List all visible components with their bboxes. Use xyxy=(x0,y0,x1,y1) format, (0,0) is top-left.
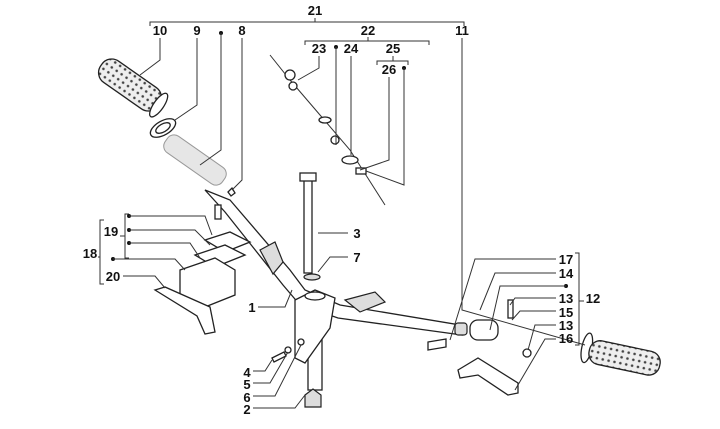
label-25: 25 xyxy=(386,41,400,56)
label-22: 22 xyxy=(361,23,375,38)
label-13b: 13 xyxy=(559,318,573,333)
label-12: 12 xyxy=(586,291,600,306)
label-23: 23 xyxy=(312,41,326,56)
label-15: 15 xyxy=(559,305,573,320)
label-4: 4 xyxy=(243,365,251,380)
label-9: 9 xyxy=(193,23,200,38)
label-13a: 13 xyxy=(559,291,573,306)
label-5: 5 xyxy=(243,377,250,392)
steering-stem xyxy=(294,172,336,408)
label-2: 2 xyxy=(243,402,250,417)
label-8: 8 xyxy=(238,23,245,38)
label-6: 6 xyxy=(243,390,250,405)
label-3: 3 xyxy=(353,226,360,241)
right-grip xyxy=(580,332,661,376)
group-brackets xyxy=(98,18,584,346)
label-20: 20 xyxy=(106,269,120,284)
part-number-labels: 21 10 9 8 22 11 23 24 25 26 19 18 20 3 7… xyxy=(83,3,600,417)
label-10: 10 xyxy=(153,23,167,38)
label-16: 16 xyxy=(559,331,573,346)
label-18: 18 xyxy=(83,246,97,261)
label-17: 17 xyxy=(559,252,573,267)
right-brake-lever xyxy=(427,299,532,396)
label-19: 19 xyxy=(104,224,118,239)
left-grip xyxy=(97,58,169,118)
label-26: 26 xyxy=(382,62,396,77)
label-11: 11 xyxy=(455,23,469,38)
label-7: 7 xyxy=(353,250,360,265)
label-1: 1 xyxy=(248,300,255,315)
label-14: 14 xyxy=(559,266,574,281)
handlebar-tube xyxy=(204,189,463,336)
throttle-cable xyxy=(269,54,386,206)
leader-lines xyxy=(111,31,586,409)
label-21: 21 xyxy=(308,3,322,18)
fasteners xyxy=(227,186,305,363)
throttle-sleeve xyxy=(163,134,227,186)
label-24: 24 xyxy=(344,41,359,56)
brake-master-cylinder xyxy=(153,204,252,335)
